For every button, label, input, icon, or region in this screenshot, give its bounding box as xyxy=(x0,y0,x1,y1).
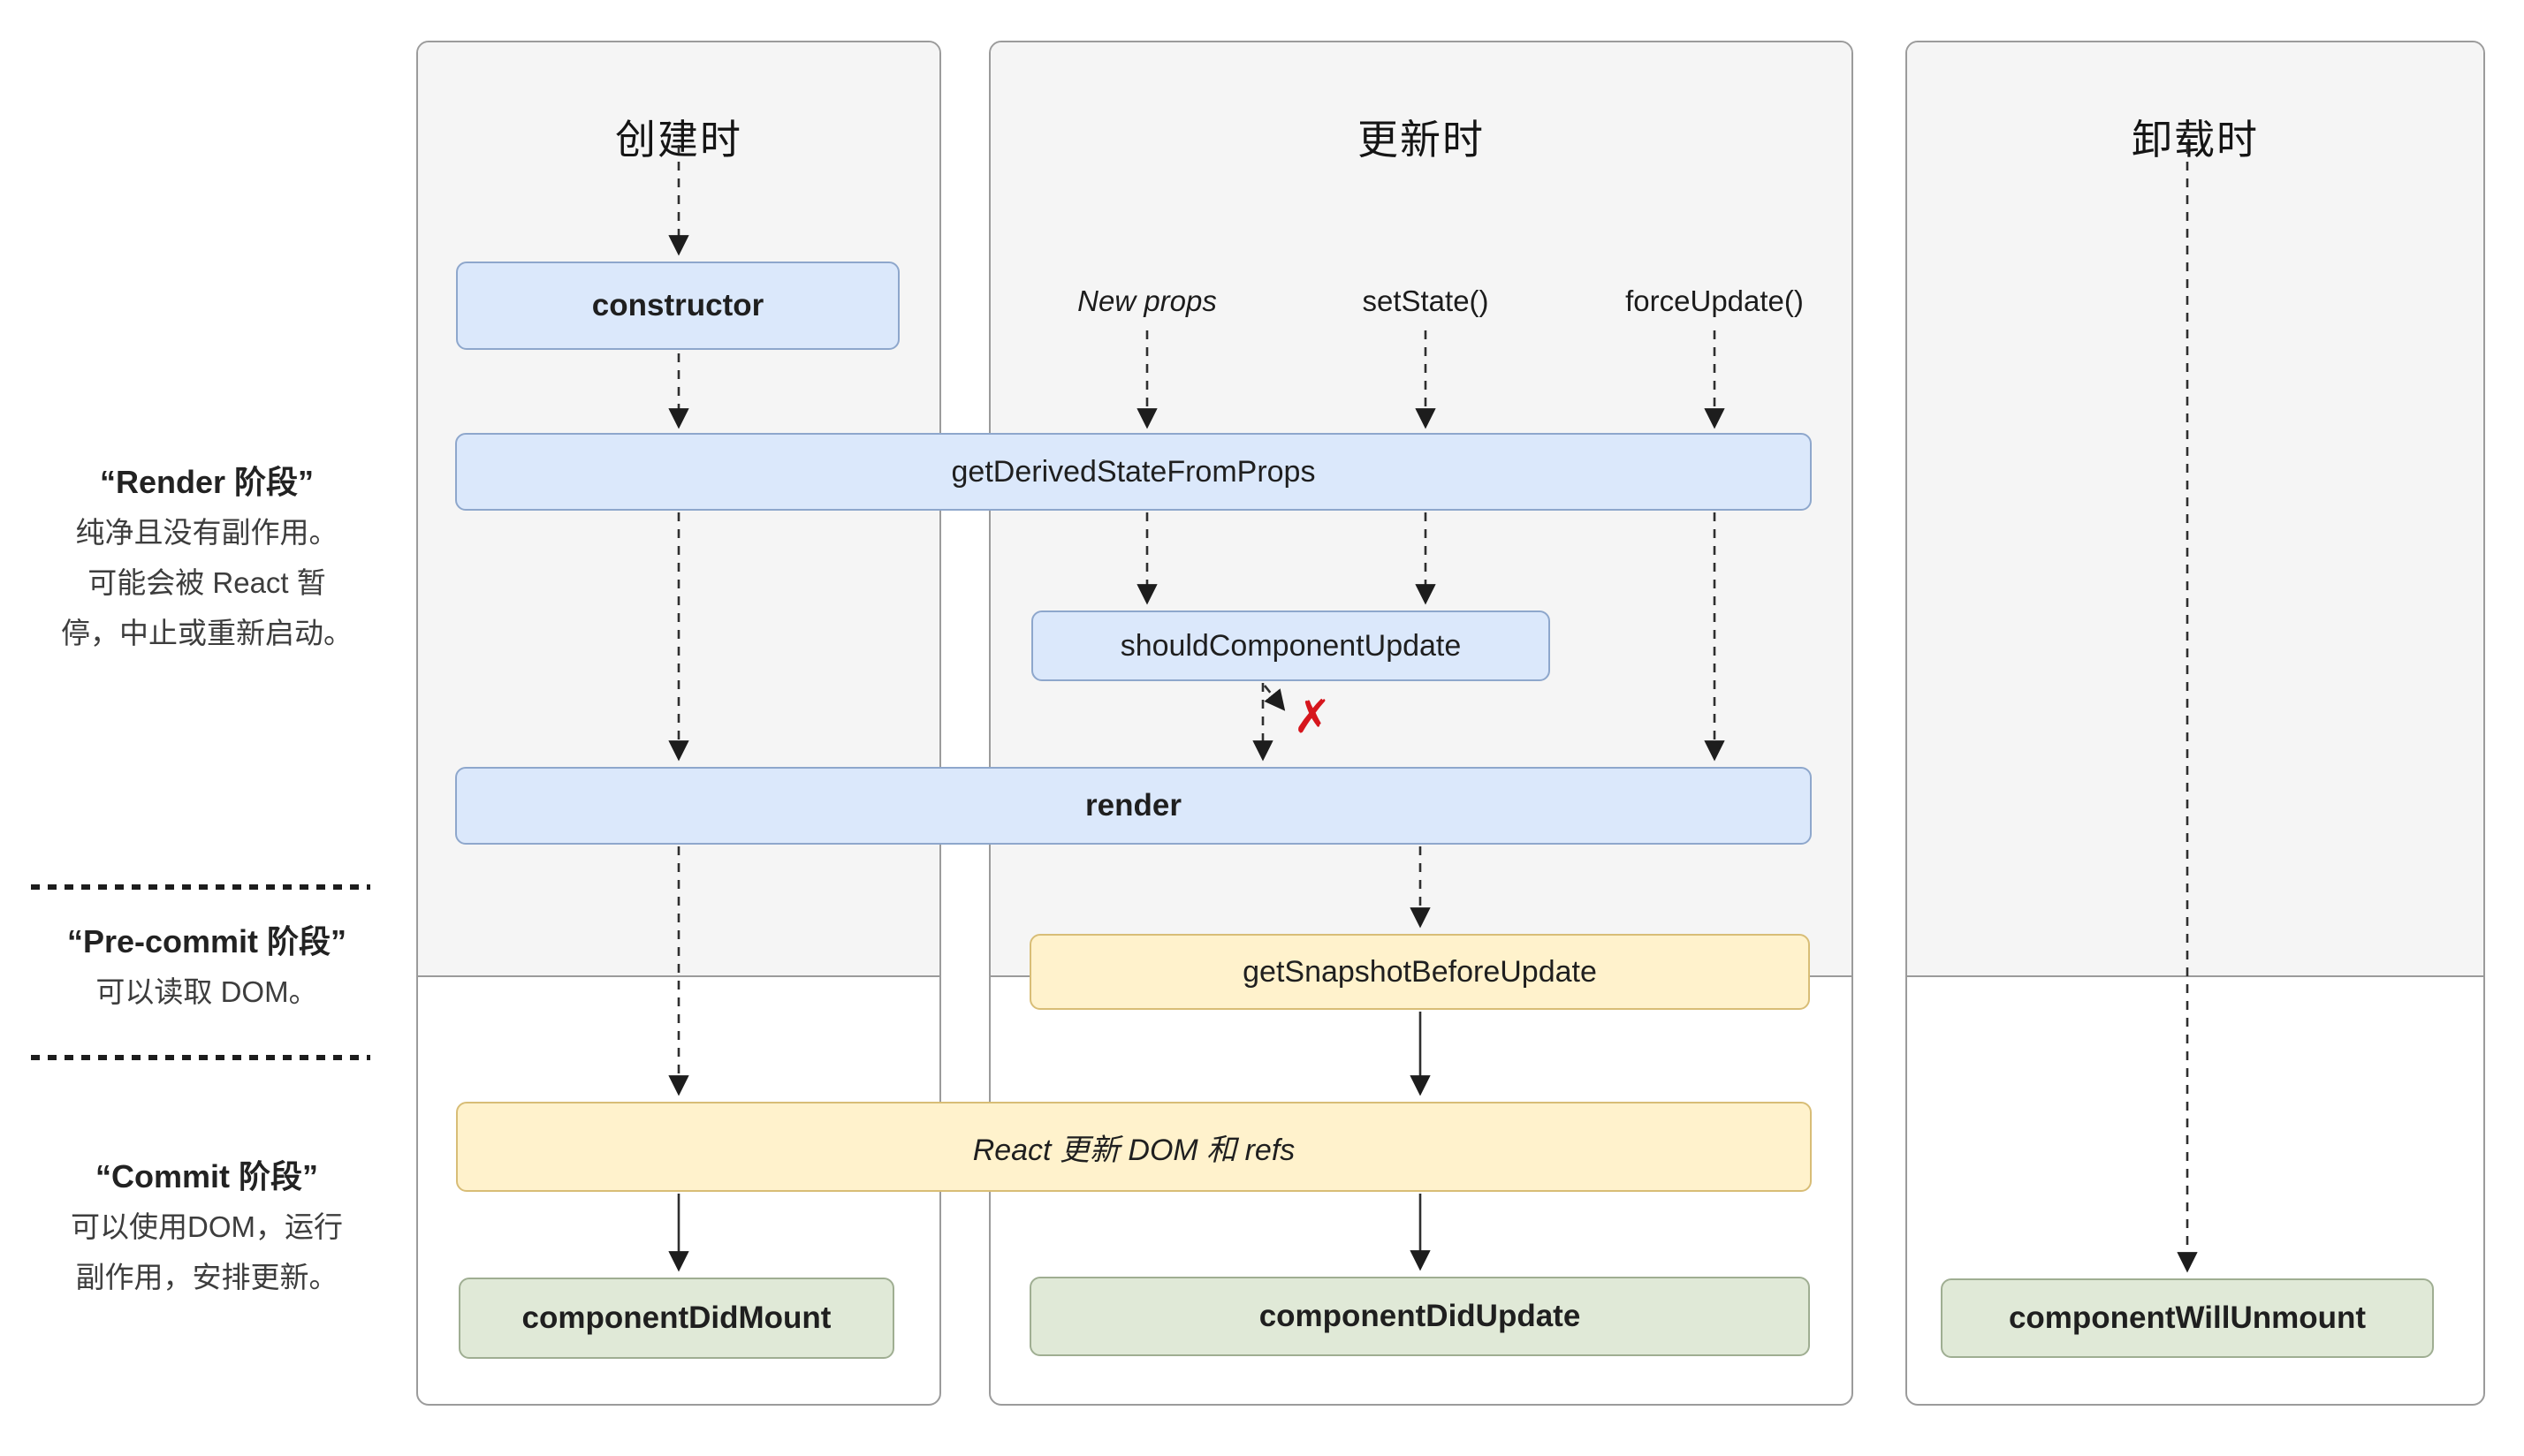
pre-commit-phase-note-line: 可以读取 DOM。 xyxy=(95,975,318,1008)
update-skipped-marker: ✗ xyxy=(1293,692,1332,743)
render-phase-note-line: 可能会被 React 暂 xyxy=(87,566,326,599)
render-phase-note-line: 纯净且没有副作用。 xyxy=(75,516,338,549)
commit-phase-title: “Commit 阶段” xyxy=(95,1158,318,1194)
node-should-component-update: shouldComponentUpdate xyxy=(1031,610,1550,681)
node-render: render xyxy=(455,767,1812,845)
trigger-new-props: New props xyxy=(1077,284,1217,317)
phase-separator-dotted-line xyxy=(31,884,370,890)
render-phase-label: “Render 阶段” 纯净且没有副作用。 可能会被 React 暂 停，中止或… xyxy=(0,458,414,658)
node-component-will-unmount: componentWillUnmount xyxy=(1941,1278,2434,1358)
column-unmounting: 卸载时 xyxy=(1905,41,2485,1406)
commit-phase-note-line: 可以使用DOM，运行 xyxy=(71,1210,343,1243)
node-react-updates-dom: React 更新 DOM 和 refs xyxy=(456,1102,1812,1192)
pre-commit-phase-title: “Pre-commit 阶段” xyxy=(66,923,347,959)
node-component-did-mount: componentDidMount xyxy=(459,1278,894,1359)
render-phase-shading xyxy=(1907,42,2483,977)
node-get-derived-state-from-props: getDerivedStateFromProps xyxy=(455,433,1812,511)
trigger-force-update: forceUpdate() xyxy=(1625,284,1804,317)
phase-separator-dotted-line xyxy=(31,1055,370,1060)
render-phase-title: “Render 阶段” xyxy=(99,464,315,500)
node-constructor: constructor xyxy=(456,262,900,350)
pre-commit-phase-label: “Pre-commit 阶段” 可以读取 DOM。 xyxy=(0,917,414,1017)
render-phase-note-line: 停，中止或重新启动。 xyxy=(61,617,353,649)
commit-phase-label: “Commit 阶段” 可以使用DOM，运行 副作用，安排更新。 xyxy=(0,1152,414,1302)
column-unmounting-title: 卸载时 xyxy=(2132,117,2259,163)
column-updating-title: 更新时 xyxy=(1357,117,1485,163)
commit-phase-note-line: 副作用，安排更新。 xyxy=(75,1261,338,1293)
node-get-snapshot-before-update: getSnapshotBeforeUpdate xyxy=(1030,934,1810,1010)
trigger-set-state: setState() xyxy=(1362,284,1489,317)
column-mounting-title: 创建时 xyxy=(615,117,742,163)
node-component-did-update: componentDidUpdate xyxy=(1030,1277,1810,1356)
